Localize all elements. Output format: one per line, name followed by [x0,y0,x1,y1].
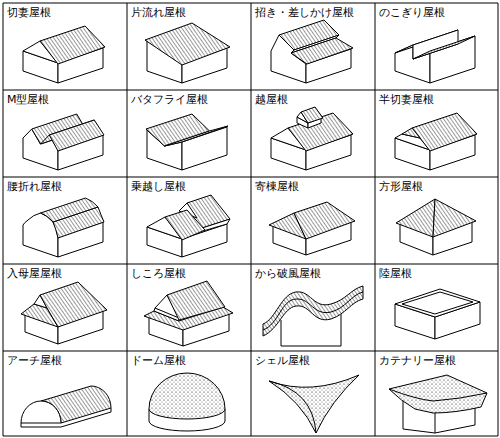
butterfly-roof-drawing [146,114,228,170]
roof-drawing-part [412,113,477,151]
flat-roof-drawing [395,289,480,339]
roof-type-label: ドーム屋根 [130,354,187,367]
dome-roof-drawing [149,373,225,431]
catenary-roof-drawing [389,375,487,433]
roof-drawing-part [263,286,363,336]
roof-drawing-part [402,128,420,138]
table-grid [3,3,498,436]
roof-drawing-part [40,282,107,327]
roof-type-label: 乗越し屋根 [130,180,187,193]
roof-drawing-part [294,202,355,239]
gable-roof-drawing [23,26,105,83]
roof-type-label: 越屋根 [254,93,289,106]
roof-drawing-part [41,198,99,222]
roof-type-label: アーチ屋根 [6,354,63,367]
roof-type-label: 半切妻屋根 [378,93,435,106]
roof-drawing-part [149,373,225,419]
roof-type-label: 招き・差しかけ屋根 [254,6,355,19]
shikoro-roof-drawing [144,281,233,346]
roof-type-label: バタフライ屋根 [130,93,209,106]
roof-drawing-part [389,389,487,401]
roof-type-label: シェル屋根 [254,354,311,367]
lean-to-roof-drawing [271,20,353,83]
sawtooth-roof-drawing [395,30,475,83]
roof-type-label: のこぎり屋根 [378,6,446,19]
roof-drawing-part [165,126,229,146]
roof-drawing-part [389,375,487,413]
roof-type-label: 方形屋根 [378,180,424,193]
roof-drawing-part [413,36,475,59]
roof-type-label: 寄棟屋根 [254,180,300,193]
pyramid-roof-drawing [396,199,476,255]
gambrel-roof-drawing [23,198,104,257]
roof-type-label: カテナリー屋根 [378,354,457,367]
roof-type-label: から破風屋根 [254,267,322,280]
roof-drawing-part [145,23,230,65]
roof-type-label: 腰折れ屋根 [6,180,63,193]
roof-type-label: しころ屋根 [130,267,187,280]
roof-type-label: 陸屋根 [378,267,413,280]
roof-drawing-part [395,289,480,317]
overlapping-roof-drawing [147,195,230,257]
half-hip-roof-drawing [395,113,477,170]
roof-drawing-part [396,199,435,237]
monitor-roof-drawing [271,107,353,170]
hip-and-gable-roof-drawing [21,282,107,344]
roof-drawing-part [40,26,105,64]
roof-drawing-part [269,375,359,433]
roof-drawing-part [21,401,61,423]
roof-drawing-part [433,199,476,237]
roof-drawing-part [165,210,205,240]
roof-drawing-part [167,281,225,320]
roof-drawing-part [263,292,363,330]
roof-drawing-part [49,120,104,151]
m-roof-drawing [23,114,104,170]
roof-drawing-part [301,107,323,123]
shed-roof-drawing [145,23,230,83]
roof-type-label: M型屋根 [6,93,51,106]
roof-drawing-part [402,292,473,314]
shell-roof-drawing [269,375,359,433]
roof-type-label: 入母屋屋根 [6,267,63,280]
roof-drawing-part [291,38,353,64]
karahafu-roof-drawing [263,286,363,346]
roof-drawing-part [269,381,316,433]
roof-type-label: 切妻屋根 [6,6,52,19]
hip-roof-drawing [269,202,355,255]
roof-type-label: 片流れ屋根 [130,6,187,19]
arch-roof-drawing [21,386,111,427]
